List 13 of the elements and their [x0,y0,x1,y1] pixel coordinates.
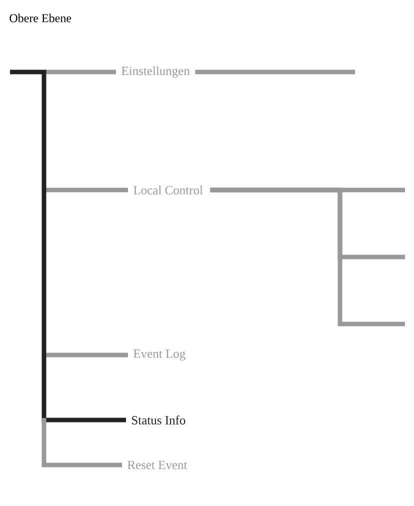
connector-line [46,188,128,192]
menu-item: Local Control [134,186,203,194]
connector-line [210,188,405,326]
connector-line [195,70,355,74]
menu-item: Event Log [134,350,186,360]
connector-line [46,70,116,74]
connector-line [10,70,126,422]
menu-item: Reset Event [128,460,188,470]
heading: Obere Ebene [10,14,72,22]
menu-item: Status Info [132,416,186,424]
connector-line [46,352,128,358]
menu-item: Einstellungen [122,66,190,78]
connector-line [42,418,122,468]
